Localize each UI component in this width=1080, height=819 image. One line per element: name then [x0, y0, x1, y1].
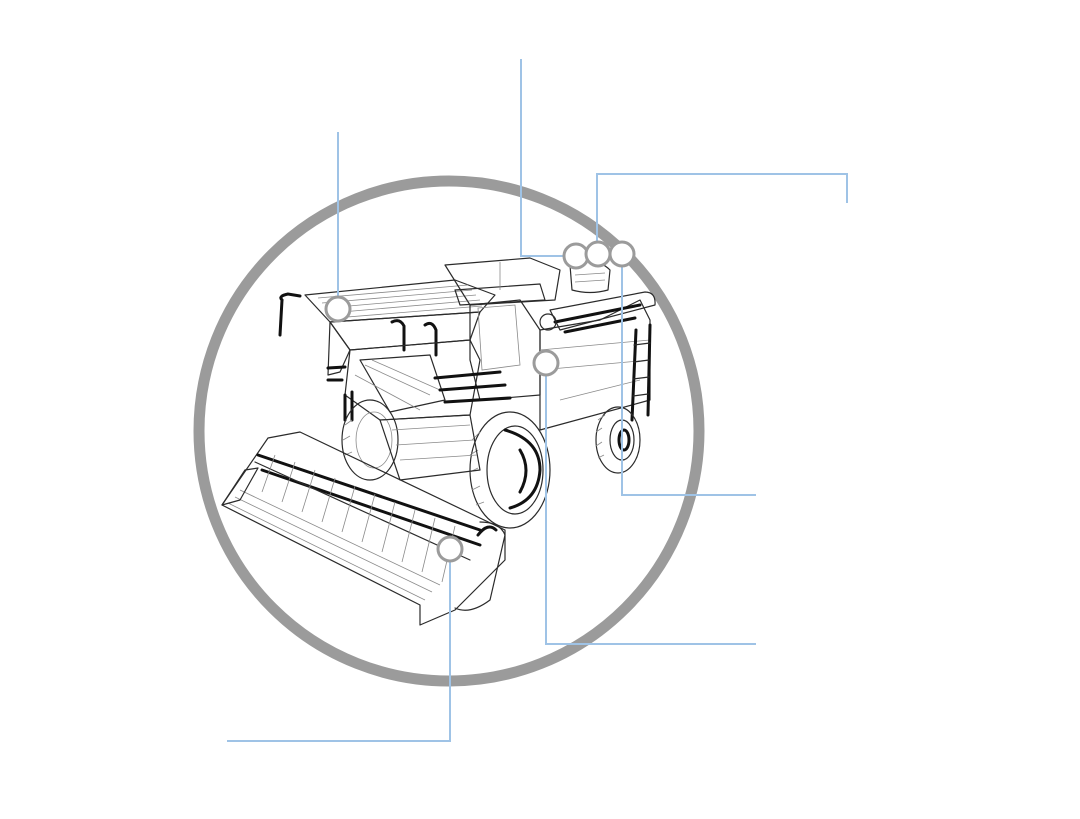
rear-wheel-drawing — [595, 406, 641, 474]
leader-lines — [227, 59, 848, 742]
leader-line-front-drive-wheel — [545, 374, 756, 645]
ladder-drawing — [630, 323, 652, 422]
grain-tank-drawing — [278, 279, 496, 357]
callout-marker-front-drive-wheel[interactable] — [532, 349, 560, 377]
auger-drawing — [539, 260, 656, 334]
front-wheel-drawing — [341, 399, 551, 529]
leader-line-header — [227, 561, 451, 742]
callout-marker-header[interactable] — [436, 535, 464, 563]
feeder-house-drawing — [379, 414, 481, 481]
header-drawing — [221, 431, 506, 626]
combine-body-drawing — [326, 299, 651, 431]
callout-marker-cab-top[interactable] — [562, 242, 590, 270]
callout-marker-grain-tank[interactable] — [324, 295, 352, 323]
callout-marker-rear-wheel[interactable] — [608, 240, 636, 268]
leader-line-cab-top — [520, 59, 564, 257]
combine-harvester-icon — [221, 257, 656, 626]
callout-marker-engine-upper[interactable] — [584, 240, 612, 268]
callout-markers — [324, 240, 636, 563]
cab-drawing — [444, 257, 561, 371]
leader-line-rear-wheel — [621, 265, 756, 496]
leader-line-engine-upper — [596, 173, 848, 243]
